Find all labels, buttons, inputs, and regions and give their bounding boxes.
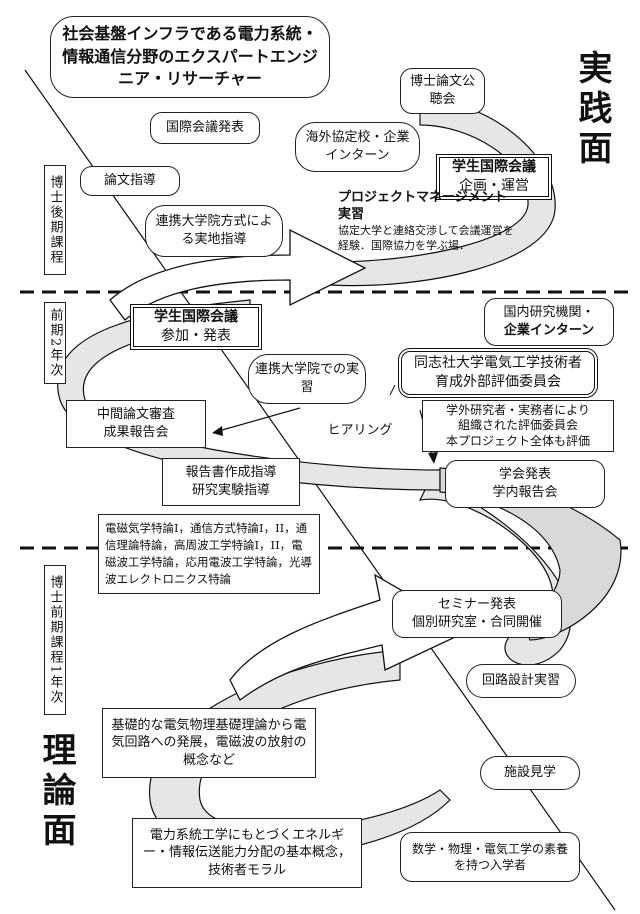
stage-master-1: 博士前期課程1年次 [44,565,66,715]
conference-line1: 学会発表 [498,467,551,483]
thesis-guidance-box: 論文指導 [80,166,180,196]
conference-box: 学会発表 学内報告会 [445,460,605,508]
report-line2: 研究実験指導 [191,483,270,498]
domestic-intern-line2: 企業インターン [503,323,595,338]
committee-box: 同志社大学電気工学技術者育成外部評価委員会 [398,348,598,398]
committee-desc-line2: 組織された評価委員会 [457,418,578,433]
theory-label: 理論面 [36,732,76,852]
remote-guidance-box: 連携大学院方式による実地指導 [145,205,283,257]
overseas-intern-box: 海外協定校・企業インターン [295,122,420,172]
renkei-practice-box: 連携大学院での実習 [248,354,366,404]
conference-line2: 学内報告会 [492,485,558,500]
basics-box: 基礎的な電気物理基礎理論から電気回路への発展，電磁波の放射の概念など [102,708,316,778]
stage-doctor-late: 博士後期課程 [44,165,66,275]
stage-master-2: 前期2年次 [44,302,66,384]
report-line1: 報告書作成指導 [185,465,277,481]
seminar-line2: 個別研究室・合同開催 [411,615,542,630]
hearing-label: ヒアリング [327,423,393,439]
midterm-line2: 成果報告会 [103,425,169,440]
seminar-line1: セミナー発表 [437,597,516,613]
goal-box: 社会基盤インフラである電力系統・情報通信分野のエクスパートエンジニア・リサーチャ… [50,16,330,98]
circuit-box: 回路設計実習 [466,664,576,698]
student-conf-run-sub: 企画・運営 [459,178,529,194]
pm-desc: 協定大学と連絡交渉して会議運営を経験．国際協力を学ぶ場． [338,223,514,252]
domestic-intern-line1: 国内研究機関・ [503,305,595,321]
pm-title: プロジェクトマネージメント実習 [338,189,507,223]
midterm-line1: 中間論文審査 [96,407,175,423]
facility-box: 施設見学 [480,756,580,790]
student-conf-join-title: 学生国際会議 [154,309,238,326]
domestic-intern-box: 国内研究機関・ 企業インターン [484,298,614,346]
hearing-arrow-left [214,407,301,433]
hearing-line-connector [389,384,396,396]
hearing-arrowhead-left [212,426,223,436]
student-conf-run-box: 学生国際会議 企画・運営 [436,154,552,200]
committee-desc-line3: 本プロジェクト全体も評価 [445,433,590,448]
student-conf-join-box: 学生国際会議 参加・発表 [130,304,262,350]
entrants-box: 数学・物理・電気工学の素養を持つ入学者 [400,832,580,882]
defense-box: 博士論文公聴会 [400,68,485,114]
pm-box: プロジェクトマネージメント実習 協定大学と連絡交渉して会議運営を経験．国際協力を… [334,186,522,256]
report-box: 報告書作成指導 研究実験指導 [162,458,300,506]
student-conf-join-sub: 参加・発表 [161,328,231,344]
courses-box: 電磁気学特論I，通信方式特論I，II，通信理論特論，高周波工学特論I，II，電磁… [98,514,320,594]
power-box: 電力系統工学にもとづくエネルギー・情報伝送能力分配の基本概念，技術者モラル [132,818,362,888]
spiral-band-middle [418,479,572,666]
committee-desc-line1: 学外研究者・実務者により [446,402,590,417]
intl-conf-present-box: 国際会議発表 [150,112,260,144]
hearing-arrowhead-down [428,452,438,464]
midterm-box: 中間論文審査 成果報告会 [66,400,206,448]
practice-label: 実践面 [572,50,612,170]
spiral-arrow-upper [109,228,367,321]
student-conf-run-title: 学生国際会議 [452,159,536,176]
committee-desc-box: 学外研究者・実務者により 組織された評価委員会 本プロジェクト全体も評価 [422,400,614,452]
seminar-box: セミナー発表 個別研究室・合同開催 [392,590,562,638]
